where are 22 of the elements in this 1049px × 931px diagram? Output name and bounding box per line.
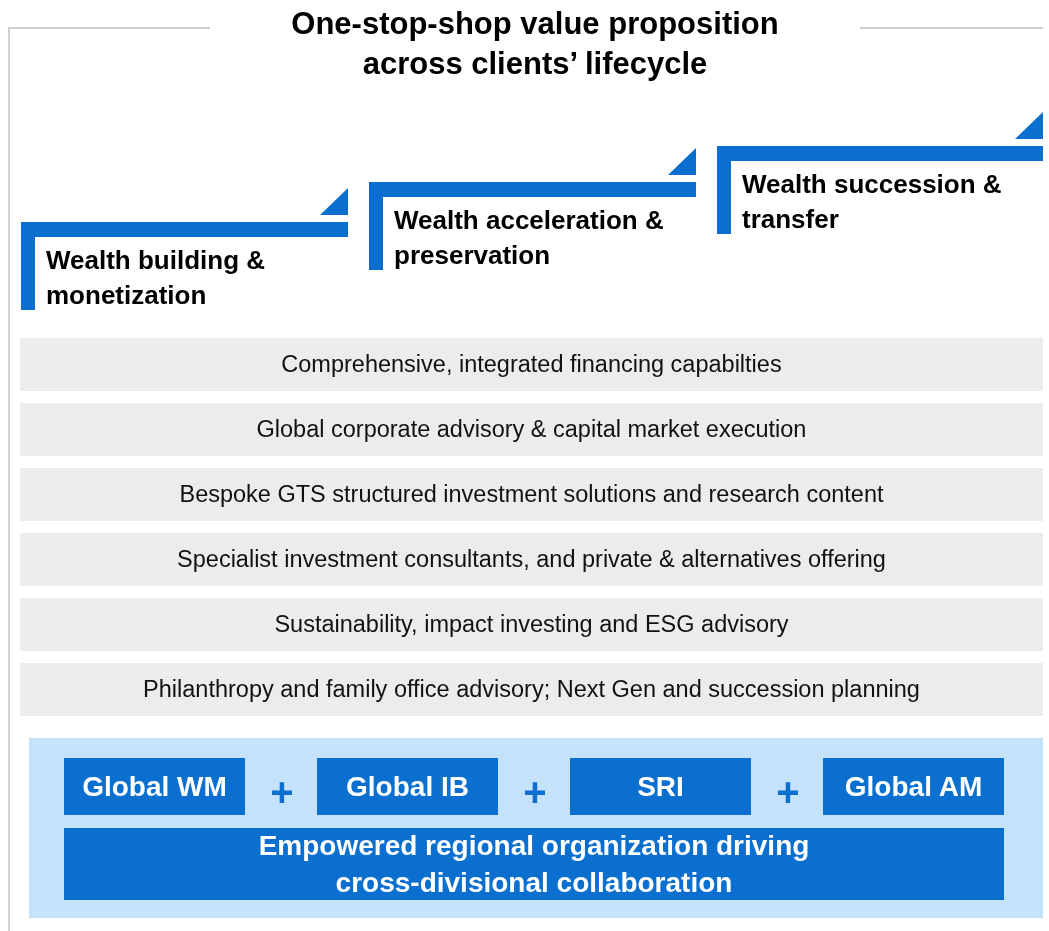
plus-sign: + <box>775 772 801 812</box>
division-box: Global WM <box>64 758 245 815</box>
step-heading: Wealth succession & transfer <box>742 168 1003 236</box>
service-bar: Specialist investment consultants, and private & alternatives offering <box>20 533 1043 586</box>
division-box: Global AM <box>823 758 1004 815</box>
organization-banner: Empowered regional organization driving cross-divisional collaboration <box>64 828 1004 900</box>
lifecycle-step <box>717 112 1043 234</box>
lifecycle-step <box>21 188 348 310</box>
service-bar: Bespoke GTS structured investment solutions and research content <box>20 468 1043 521</box>
division-box: SRI <box>570 758 751 815</box>
diagram-title: One-stop-shop value proposition across clients’ lifecycle <box>290 5 780 83</box>
service-bar: Philanthropy and family office advisory; Next Gen and succession planning <box>20 663 1043 716</box>
step-heading: Wealth acceleration & preservation <box>394 204 665 272</box>
service-bar: Sustainability, impact investing and ESG advisory <box>20 598 1043 651</box>
plus-sign: + <box>269 772 295 812</box>
collaboration-panel <box>29 738 1043 918</box>
plus-sign: + <box>522 772 548 812</box>
lifecycle-step <box>369 148 696 270</box>
service-bar: Global corporate advisory & capital market execution <box>20 403 1043 456</box>
service-bar: Comprehensive, integrated financing capabilties <box>20 338 1043 391</box>
step-heading: Wealth building & monetization <box>46 244 267 312</box>
division-box: Global IB <box>317 758 498 815</box>
